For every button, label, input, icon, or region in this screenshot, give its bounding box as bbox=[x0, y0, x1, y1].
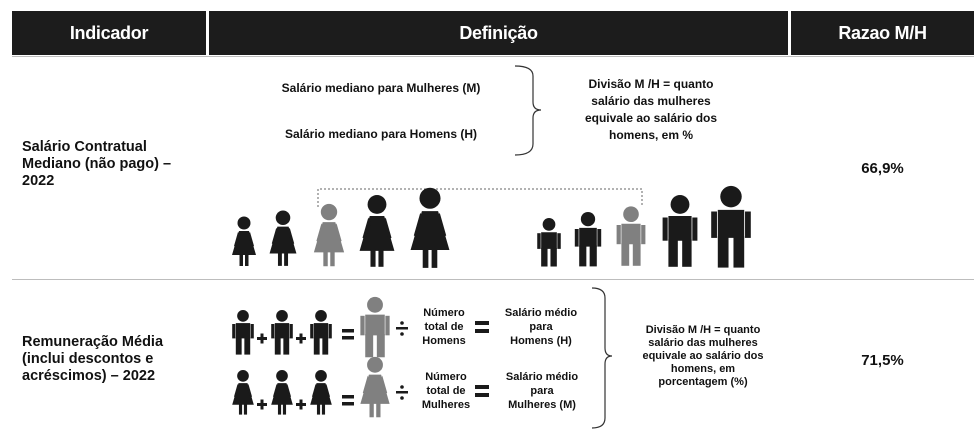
women-avg-line3: Mulheres (M) bbox=[508, 399, 576, 411]
header-divider bbox=[12, 56, 974, 57]
man-figure-icon bbox=[271, 310, 293, 355]
women-total-line3: Mulheres bbox=[422, 399, 470, 411]
header-definition: Definição bbox=[209, 11, 788, 55]
woman-figure-icon bbox=[410, 187, 450, 268]
woman-figure-icon bbox=[232, 216, 256, 266]
equals-icon bbox=[475, 385, 489, 397]
men-total-line2: total de bbox=[424, 321, 463, 333]
row2-indicator: Remuneração Média (inclui descontos e ac… bbox=[22, 334, 164, 384]
woman-figure-icon bbox=[310, 370, 332, 415]
women-avg-line2: para bbox=[530, 385, 554, 397]
man-figure-icon bbox=[310, 310, 332, 355]
men-avg-line1: Salário médio bbox=[505, 307, 577, 319]
row1-indicator: Salário Contratual Mediano (não pago) – … bbox=[22, 139, 172, 189]
man-total-figure-icon bbox=[360, 296, 390, 358]
woman-figure-icon bbox=[359, 195, 395, 267]
header-ratio: Razao M/H bbox=[791, 11, 974, 55]
man-figure-icon bbox=[711, 185, 751, 268]
row2-explanation-line5: porcentagem (%) bbox=[658, 376, 748, 388]
men-avg-line3: Homens (H) bbox=[510, 335, 572, 347]
row1-explanation-line2: salário das mulheres bbox=[591, 94, 711, 108]
woman-median-figure-icon bbox=[313, 203, 345, 267]
header-indicator: Indicador bbox=[12, 11, 206, 55]
row1-ratio: 66,9% bbox=[861, 160, 904, 177]
men-total-line3: Homens bbox=[422, 335, 465, 347]
man-median-figure-icon bbox=[616, 206, 646, 266]
median-connector bbox=[317, 188, 643, 207]
row-divider bbox=[12, 279, 974, 280]
man-figure-icon bbox=[574, 211, 602, 267]
woman-figure-icon bbox=[269, 210, 297, 266]
row2-explanation-line3: equivale ao salário dos bbox=[642, 350, 763, 362]
woman-figure-icon bbox=[271, 370, 293, 415]
women-avg-line1: Salário médio bbox=[506, 371, 578, 383]
women-total-line2: total de bbox=[426, 385, 465, 397]
men-median-label: Salário mediano para Homens (H) bbox=[285, 127, 477, 141]
equals-icon bbox=[342, 395, 354, 399]
man-figure-icon bbox=[537, 218, 561, 267]
women-median-label: Salário mediano para Mulheres (M) bbox=[282, 81, 481, 95]
man-figure-icon bbox=[662, 195, 698, 267]
equals-icon bbox=[342, 329, 354, 333]
divide-icon bbox=[396, 321, 408, 336]
curly-brace-icon bbox=[591, 287, 613, 429]
men-avg-line2: para bbox=[529, 321, 553, 333]
row1-explanation-line4: homens, em % bbox=[609, 128, 693, 142]
woman-figure-icon bbox=[232, 370, 254, 415]
women-total-line1: Número bbox=[425, 371, 467, 383]
curly-brace-icon bbox=[514, 65, 542, 156]
man-figure-icon bbox=[232, 310, 254, 355]
woman-total-figure-icon bbox=[360, 356, 390, 418]
row2-explanation-line4: homens, em bbox=[671, 363, 735, 375]
row2-explanation-line2: salário das mulheres bbox=[648, 337, 757, 349]
row2-explanation-line1: Divisão M /H = quanto bbox=[646, 324, 761, 336]
divide-icon bbox=[396, 385, 408, 400]
row1-explanation-line1: Divisão M /H = quanto bbox=[588, 77, 713, 91]
men-total-line1: Número bbox=[423, 307, 465, 319]
equals-icon bbox=[475, 321, 489, 333]
row2-ratio: 71,5% bbox=[861, 352, 904, 369]
row1-explanation-line3: equivale ao salário dos bbox=[585, 111, 717, 125]
